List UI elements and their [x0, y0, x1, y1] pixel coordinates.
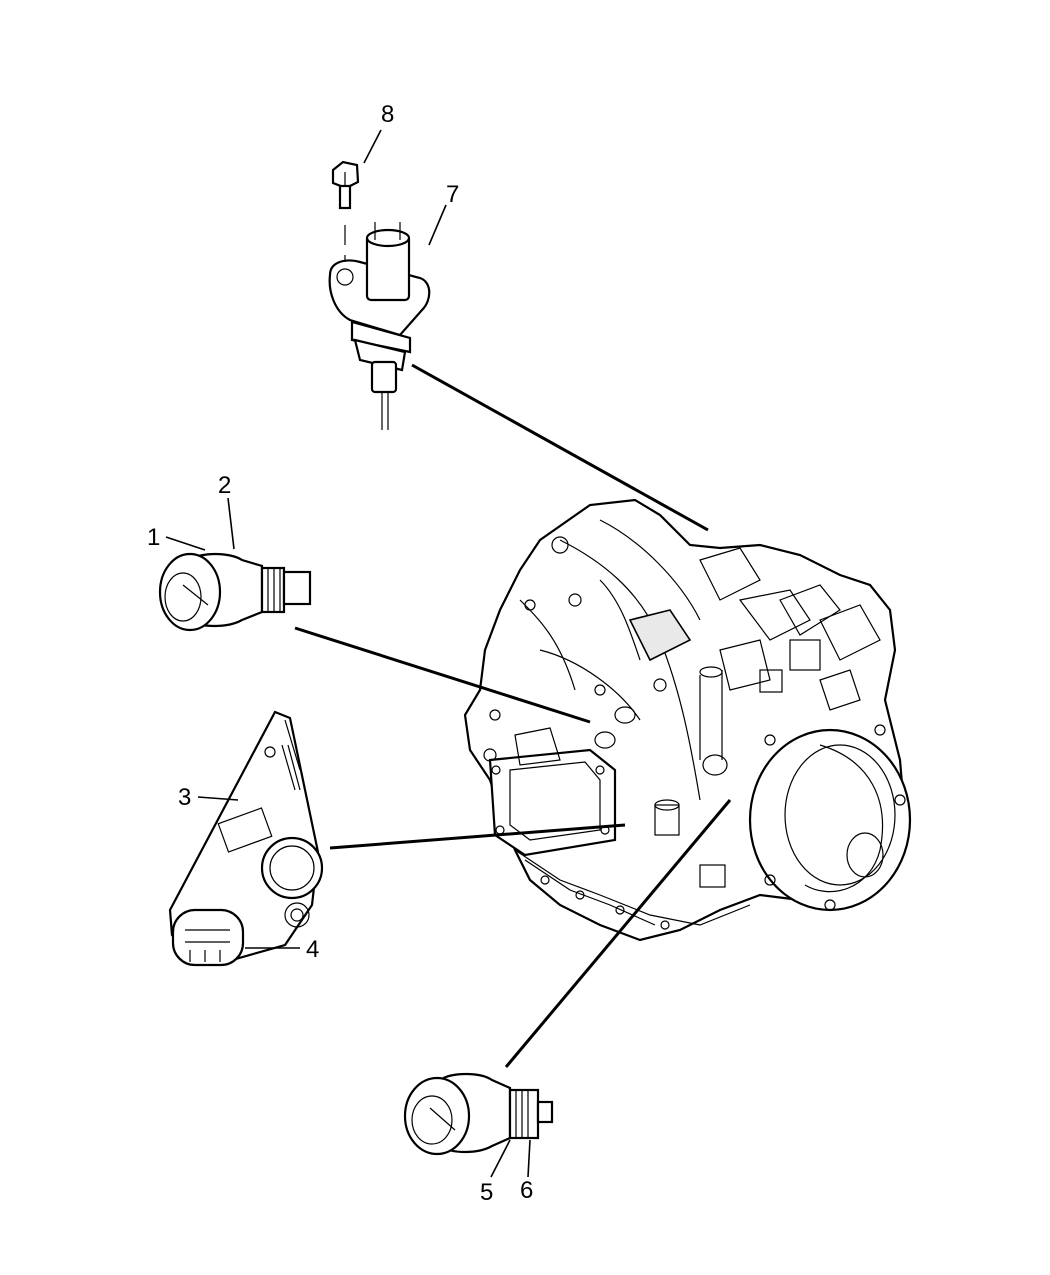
pointer-2	[227, 497, 235, 550]
callout-7: 7	[446, 181, 459, 208]
leader-7-to-transaxle	[411, 363, 709, 532]
bolt-icon[interactable]	[331, 160, 360, 262]
range-sensor-icon[interactable]	[168, 710, 324, 967]
pointer-8	[363, 129, 382, 164]
transaxle-assembly-icon[interactable]	[463, 498, 912, 942]
leader-1-to-transaxle	[294, 626, 591, 724]
pressure-switch-icon[interactable]	[158, 552, 312, 632]
pressure-switch-icon-lower[interactable]	[403, 1072, 554, 1156]
callout-5: 5	[480, 1179, 493, 1206]
speed-sensor-icon[interactable]	[328, 222, 431, 430]
leader-5-to-transaxle	[504, 799, 732, 1068]
pointer-1	[165, 536, 206, 551]
callout-4: 4	[306, 936, 319, 963]
pointer-3	[197, 796, 239, 801]
pointer-6	[527, 1139, 531, 1178]
callout-3: 3	[178, 784, 191, 811]
callout-2: 2	[218, 472, 231, 499]
pointer-5	[490, 1139, 511, 1178]
pointer-7	[428, 204, 447, 246]
leader-3-to-transaxle	[329, 823, 626, 850]
callout-6: 6	[520, 1177, 533, 1204]
callout-1: 1	[147, 524, 160, 551]
callout-8: 8	[381, 101, 394, 128]
